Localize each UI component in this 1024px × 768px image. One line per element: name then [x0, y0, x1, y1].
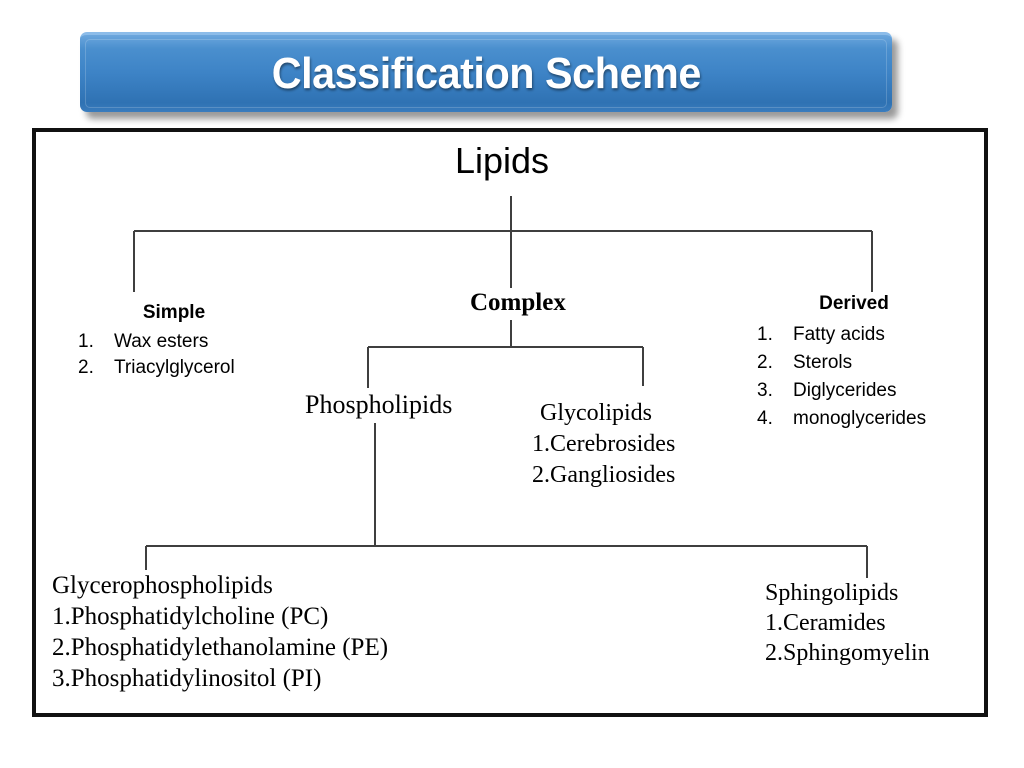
list-item-number: 1. [78, 331, 94, 352]
list-item-number: 2. [757, 352, 773, 373]
list-item-label: Triacylglycerol [114, 357, 235, 378]
list-item: 1.Cerebrosides [532, 431, 676, 457]
node-simple-heading: Simple [142, 302, 206, 323]
list-item-number: 2. [78, 357, 94, 378]
list-item-number: 3. [757, 380, 773, 401]
list-item: 2. Triacylglycerol [78, 355, 244, 381]
list-item: 2. Sterols [757, 349, 929, 377]
list-item: 2.Phosphatidylethanolamine (PE) [52, 634, 389, 661]
list-item: 2.Sphingomyelin [765, 640, 930, 666]
list-item-number: 1. [757, 324, 773, 345]
list-item-label: monoglycerides [793, 408, 927, 429]
glycerophospholipids-list: 1.Phosphatidylcholine (PC) 2.Phosphatidy… [52, 601, 388, 694]
title-banner: Classification Scheme [80, 32, 892, 112]
list-item-label: Sterols [793, 352, 853, 373]
derived-list: 1. Fatty acids 2. Sterols 3. Diglyceride… [757, 321, 929, 433]
node-simple: Simple 1. Wax esters 2. Triacylglycerol [78, 300, 244, 381]
list-item: 3.Phosphatidylinositol (PI) [52, 665, 322, 692]
node-lipids: Lipids [455, 140, 549, 182]
list-item: 1.Phosphatidylcholine (PC) [52, 603, 329, 630]
node-complex: Complex [470, 289, 566, 317]
list-item: 1.Ceramides [765, 610, 886, 636]
node-derived: Derived 1. Fatty acids 2. Sterols 3. Dig… [757, 290, 929, 433]
list-item-label: Wax esters [114, 331, 209, 352]
node-sphingolipids: Sphingolipids 1.Ceramides 2.Sphingomyeli… [765, 578, 930, 668]
sphingolipids-list: 1.Ceramides 2.Sphingomyelin [765, 608, 930, 668]
glycolipids-list: 1.Cerebrosides 2.Gangliosides [532, 429, 675, 491]
simple-list: 1. Wax esters 2. Triacylglycerol [78, 329, 244, 381]
list-item-number: 4. [757, 408, 773, 429]
node-glycolipids: Glycolipids 1.Cerebrosides 2.Ganglioside… [532, 398, 675, 491]
node-sphingolipids-heading: Sphingolipids [765, 580, 899, 606]
page-title: Classification Scheme [271, 48, 701, 98]
list-item-label: Diglycerides [793, 380, 897, 401]
list-item: 3. Diglycerides [757, 377, 929, 405]
list-item: 2.Gangliosides [532, 462, 676, 488]
node-lipids-label: Lipids [455, 140, 550, 181]
node-glycolipids-heading: Glycolipids [540, 400, 652, 426]
node-glycerophospholipids: Glycerophospholipids 1.Phosphatidylcholi… [52, 570, 388, 694]
list-item: 1. Wax esters [78, 329, 244, 355]
list-item: 1. Fatty acids [757, 321, 929, 349]
node-complex-heading: Complex [470, 289, 566, 316]
node-glycerophospholipids-heading: Glycerophospholipids [52, 572, 273, 599]
node-phospholipids-heading: Phospholipids [305, 390, 453, 419]
node-phospholipids: Phospholipids [305, 390, 452, 420]
node-derived-heading: Derived [819, 293, 889, 314]
list-item-label: Fatty acids [793, 324, 885, 345]
list-item: 4. monoglycerides [757, 405, 929, 433]
